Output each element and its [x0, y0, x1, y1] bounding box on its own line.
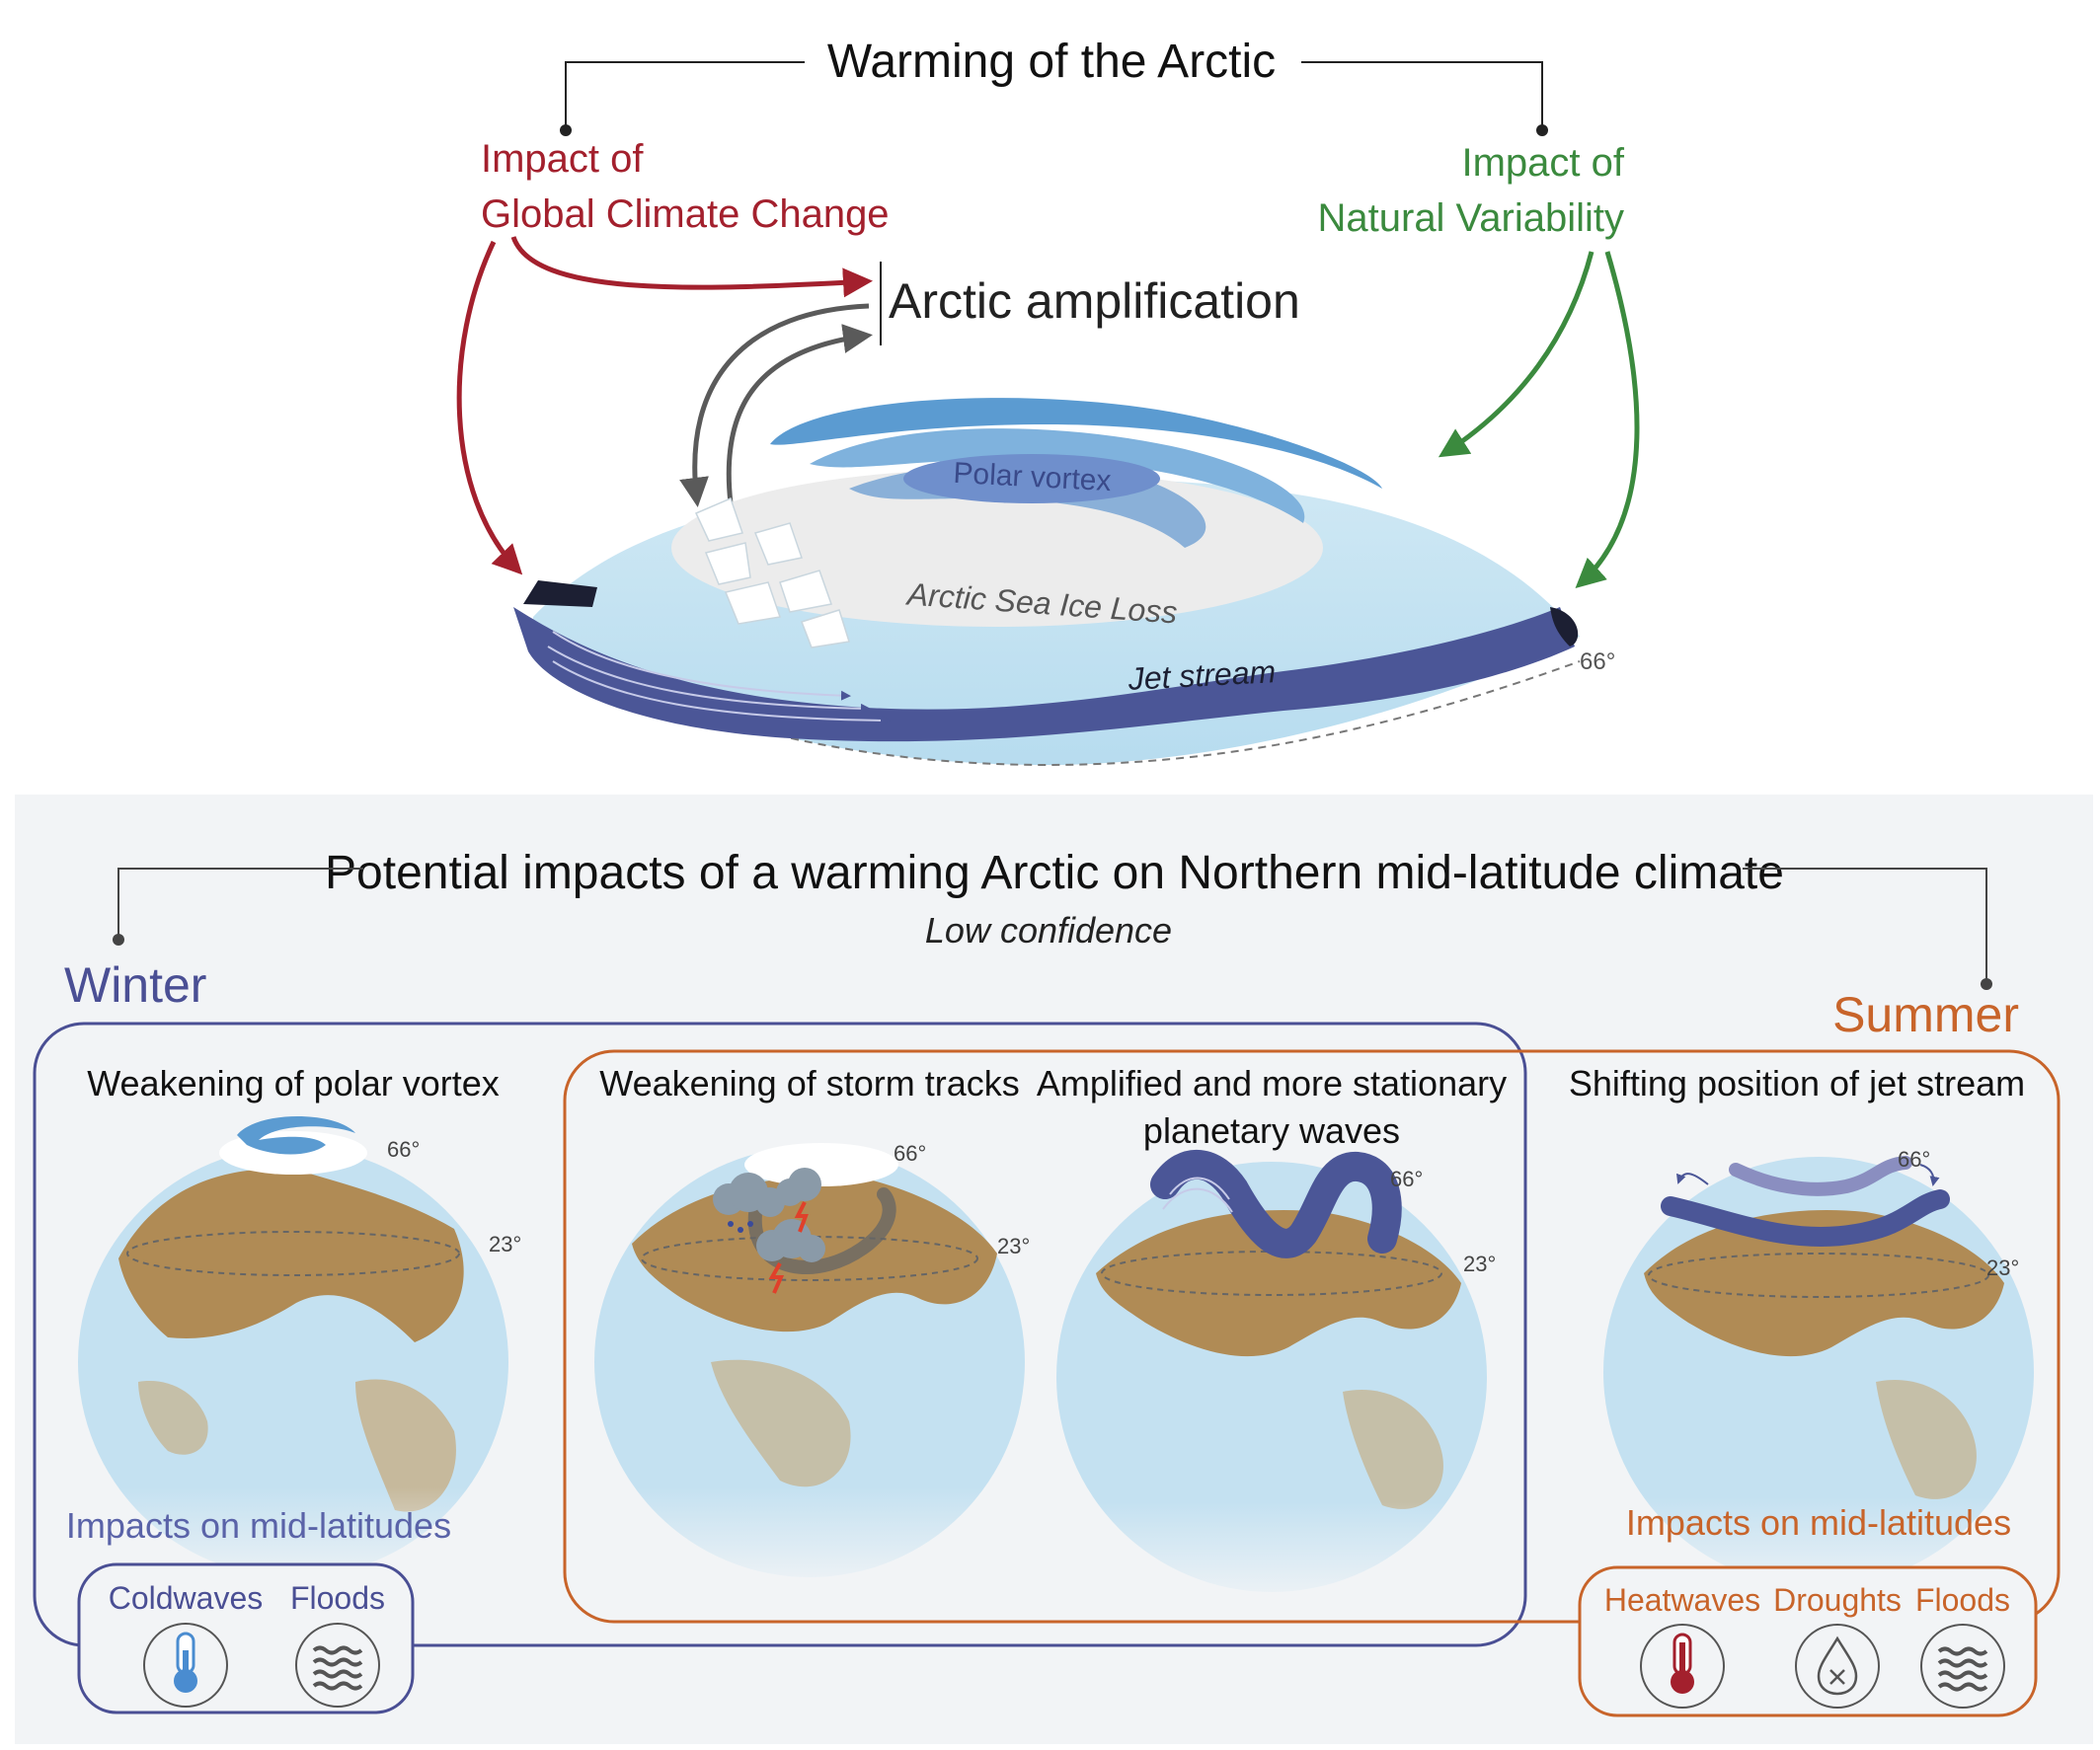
connector-dot-right [1536, 124, 1548, 136]
jet-stream-band [513, 607, 1575, 742]
globe1-lat23: 23° [489, 1232, 521, 1256]
floods-waves-icon-summer [1920, 1624, 2005, 1709]
globe2-lat66: 66° [894, 1141, 926, 1166]
summer-impact-heatwaves: Heatwaves [1604, 1582, 1760, 1618]
natural-to-vortex-arrow [1438, 251, 1594, 458]
coldwave-thermometer-icon [143, 1623, 228, 1708]
globe3-lat23: 23° [1463, 1252, 1496, 1276]
winter-frame [33, 1022, 1527, 1647]
bottom-connector-left [117, 868, 363, 938]
jet-stream-label: Jet stream [1127, 653, 1277, 697]
top-section: Warming of the Arctic Impact of Global C… [456, 36, 1640, 767]
latitude-66-label: 66° [1580, 648, 1615, 675]
globe2-lat23: 23° [997, 1234, 1030, 1258]
panel-planetary-waves-title-line1: Amplified and more stationary [1037, 1063, 1507, 1103]
globe-polar-vortex: 66° 23° [69, 1115, 523, 1589]
global-to-jetstream-arrow [456, 240, 523, 575]
globe4-lat66: 66° [1898, 1147, 1930, 1172]
globe1-lat66: 66° [387, 1137, 420, 1162]
panel-jet-stream-shift-title: Shifting position of jet stream [1569, 1063, 2025, 1103]
title-connector-left [565, 61, 805, 128]
winter-impact-coldwaves: Coldwaves [109, 1580, 264, 1616]
summer-impact-floods: Floods [1915, 1582, 2010, 1618]
feedback-arrow-up [726, 324, 873, 504]
global-change-label-line1: Impact of [481, 137, 644, 181]
jet-stream-flow-lines [547, 631, 891, 725]
summer-impacts-box [1578, 1565, 2038, 1717]
top-title: Warming of the Arctic [827, 36, 1276, 88]
globe-storm-tracks: 66° 23° [583, 1141, 1037, 1589]
winter-label: Winter [64, 957, 206, 1013]
feedback-arrow-down [679, 303, 870, 507]
jet-stream-start-cap [523, 580, 597, 607]
panel-storm-tracks-title: Weakening of storm tracks [599, 1063, 1020, 1103]
summer-frame [563, 1049, 2061, 1624]
summer-impacts-heading: Impacts on mid-latitudes [1626, 1502, 2011, 1543]
globe-jet-stream-shift: 66° 23° [1594, 1147, 2049, 1599]
title-connector-right [1301, 61, 1543, 128]
natural-to-jetstream-arrow [1575, 251, 1640, 589]
panel-planetary-waves-title-line2: planetary waves [1143, 1110, 1400, 1151]
connector-dot-left [560, 124, 572, 136]
summer-label: Summer [1832, 987, 2019, 1042]
floods-waves-icon [295, 1623, 380, 1708]
broken-ice-fragments [694, 496, 850, 648]
globe3-lat66: 66° [1390, 1167, 1423, 1191]
bottom-dot-left [113, 934, 124, 946]
bottom-section: Potential impacts of a warming Arctic on… [33, 847, 2061, 1717]
heatwave-thermometer-icon [1640, 1624, 1725, 1709]
drought-drop-icon [1795, 1624, 1880, 1709]
bottom-title: Potential impacts of a warming Arctic on… [325, 847, 1784, 899]
arctic-amplification-label: Arctic amplification [889, 273, 1300, 329]
bottom-dot-right [1981, 978, 1992, 990]
panel-polar-vortex-title: Weakening of polar vortex [87, 1063, 500, 1103]
confidence-label: Low confidence [925, 910, 1172, 951]
global-to-amplification-arrow [510, 236, 873, 298]
jet-stream-end-cap [1550, 607, 1579, 647]
globe-planetary-waves: 66° 23° [1047, 1149, 1501, 1604]
summer-impact-droughts: Droughts [1773, 1582, 1902, 1618]
natural-variability-label-line2: Natural Variability [1318, 196, 1625, 240]
winter-impacts-heading: Impacts on mid-latitudes [66, 1505, 451, 1546]
global-change-label-line2: Global Climate Change [481, 192, 890, 236]
globe4-lat23: 23° [1986, 1255, 2019, 1280]
polar-vortex-swirl [770, 398, 1382, 548]
natural-variability-label-line1: Impact of [1461, 141, 1624, 185]
winter-impact-floods: Floods [290, 1580, 385, 1616]
bottom-connector-right [1743, 868, 1987, 982]
